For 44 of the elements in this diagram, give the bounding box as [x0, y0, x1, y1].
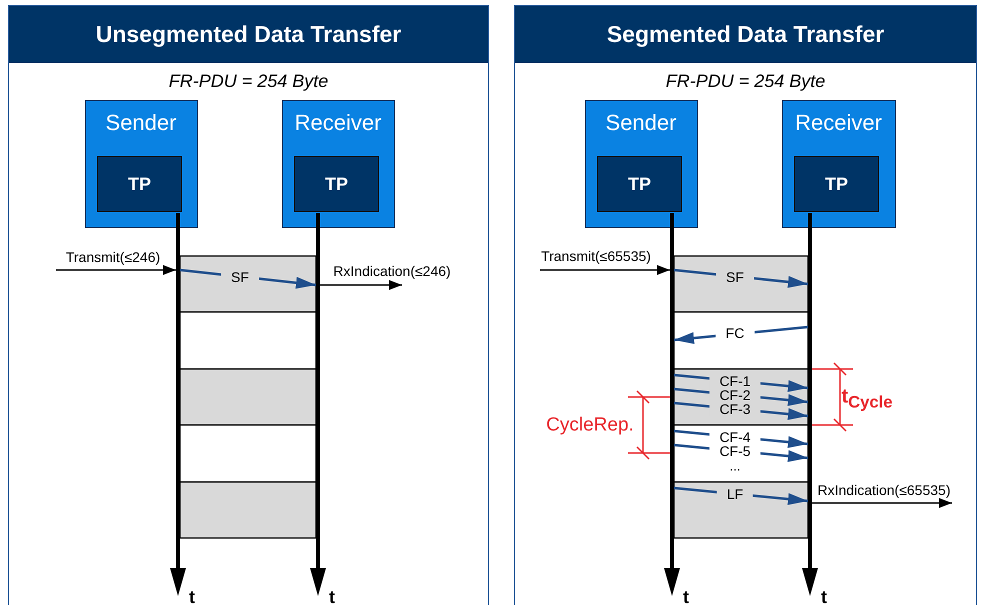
- edge-label: RxIndication(≤65535): [816, 483, 952, 497]
- edge-label: CF-5: [709, 444, 761, 458]
- component-box: [584, 100, 698, 228]
- ellipsis-text: ...: [730, 460, 740, 472]
- component-box: [84, 100, 198, 228]
- arrow: [320, 280, 402, 290]
- component-box: [782, 100, 896, 228]
- dimension-label: t$_{Cycle}$: [841, 386, 893, 412]
- time-axis-label: t: [683, 588, 689, 605]
- time-axis-label: t: [189, 588, 195, 605]
- module-box: TP: [597, 156, 682, 212]
- edge-label: CF-1: [709, 374, 761, 388]
- timeline-arrow: [310, 212, 326, 596]
- component-title: Receiver: [795, 110, 882, 136]
- edge-label: LF: [716, 487, 754, 501]
- subtitle: FR-PDU = 254 Byte: [168, 71, 328, 92]
- edge-label: Transmit(≤246): [64, 250, 162, 264]
- arrow: [540, 265, 670, 275]
- edge-label: SF: [716, 270, 754, 284]
- edge-label: CF-2: [709, 388, 761, 402]
- component-box: [282, 100, 394, 228]
- edge-label: RxIndication(≤246): [331, 264, 453, 278]
- module-box: TP: [294, 156, 379, 212]
- timeline-arrow: [170, 212, 186, 596]
- time-axis-label: t: [821, 588, 827, 605]
- panel-header: Segmented Data Transfer: [515, 6, 976, 63]
- edge-label: CF-3: [709, 402, 761, 416]
- component-title: Sender: [606, 110, 676, 136]
- arrow: [812, 498, 952, 508]
- timeline-arrow: [664, 212, 680, 596]
- component-title: Sender: [106, 110, 176, 136]
- dimension-label: CycleRep.: [546, 416, 634, 434]
- module-box: TP: [97, 156, 182, 212]
- edge-label: SF: [221, 270, 259, 284]
- module-box: TP: [794, 156, 879, 212]
- time-axis-label: t: [329, 588, 335, 605]
- component-title: Receiver: [294, 110, 382, 136]
- arrow: [56, 265, 176, 275]
- subtitle: FR-PDU = 254 Byte: [666, 71, 826, 92]
- edge-label: CF-4: [709, 430, 761, 444]
- edge-label: Transmit(≤65535): [539, 249, 653, 263]
- panel-header: Unsegmented Data Transfer: [9, 6, 488, 63]
- timeline-arrow: [802, 212, 818, 596]
- edge-label: FC: [716, 326, 754, 340]
